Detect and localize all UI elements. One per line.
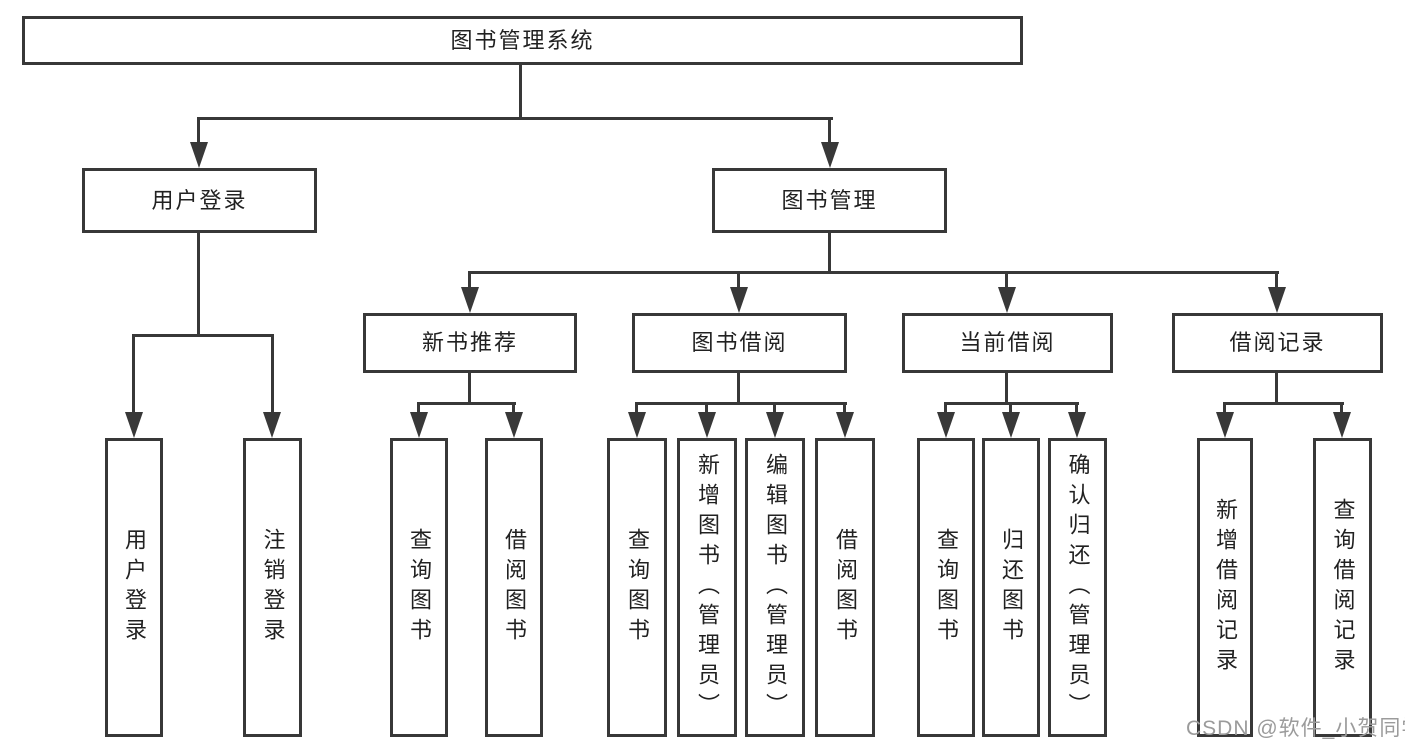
arrow-down-icon <box>836 412 854 438</box>
arrow-down-icon <box>461 287 479 313</box>
connector-l3-drop <box>1275 271 1278 291</box>
arrow-down-icon <box>190 142 208 168</box>
leaf-bb-query-books: 查询图书 <box>607 438 667 737</box>
connector-leaf-drop <box>843 402 846 414</box>
node-root-system: 图书管理系统 <box>22 16 1023 65</box>
arrow-down-icon <box>1068 412 1086 438</box>
connector-nbr-branch <box>417 402 516 405</box>
arrow-down-icon <box>1268 287 1286 313</box>
leaf-cb-confirm-return-admin: 确认归还（管理员） <box>1048 438 1107 737</box>
arrow-down-icon <box>125 412 143 438</box>
connector-level2-branch <box>197 117 833 120</box>
leaf-logout: 注销登录 <box>243 438 302 737</box>
connector-book-mgmt-stem <box>828 233 831 273</box>
connector-user-login-drop <box>197 117 200 147</box>
connector-br-branch <box>1223 402 1344 405</box>
arrow-down-icon <box>821 142 839 168</box>
csdn-watermark: CSDN @软件_小贺同学 <box>1186 717 1405 740</box>
arrow-down-icon <box>698 412 716 438</box>
connector-leaf-drop <box>512 402 515 414</box>
arrow-down-icon <box>1333 412 1351 438</box>
arrow-down-icon <box>1002 412 1020 438</box>
connector-nbr-stem <box>468 373 471 404</box>
node-borrow-records: 借阅记录 <box>1172 313 1383 373</box>
arrow-down-icon <box>628 412 646 438</box>
connector-leaf-drop <box>417 402 420 414</box>
connector-leaf-drop <box>635 402 638 414</box>
connector-leaf-drop <box>1223 402 1226 414</box>
connector-leaf-drop <box>1009 402 1012 414</box>
leaf-br-add-record: 新增借阅记录 <box>1197 438 1253 737</box>
connector-leaf-drop <box>132 334 135 416</box>
connector-l3-drop <box>1005 271 1008 291</box>
leaf-bb-borrow-books: 借阅图书 <box>815 438 875 737</box>
leaf-br-query-record: 查询借阅记录 <box>1313 438 1372 737</box>
arrow-down-icon <box>505 412 523 438</box>
leaf-nbr-query-books: 查询图书 <box>390 438 448 737</box>
arrow-down-icon <box>730 287 748 313</box>
leaf-nbr-borrow-books: 借阅图书 <box>485 438 543 737</box>
connector-cb-stem <box>1005 373 1008 404</box>
node-book-borrow: 图书借阅 <box>632 313 847 373</box>
connector-leaf-drop <box>705 402 708 414</box>
node-current-borrow: 当前借阅 <box>902 313 1113 373</box>
connector-leaf-drop <box>1340 402 1343 414</box>
arrow-down-icon <box>410 412 428 438</box>
leaf-cb-query-books: 查询图书 <box>917 438 975 737</box>
leaf-bb-add-books-admin: 新增图书（管理员） <box>677 438 737 737</box>
connector-user-login-branch <box>132 334 274 337</box>
connector-leaf-drop <box>773 402 776 414</box>
node-new-book-recommend: 新书推荐 <box>363 313 577 373</box>
leaf-user-login: 用户登录 <box>105 438 163 737</box>
arrow-down-icon <box>937 412 955 438</box>
arrow-down-icon <box>263 412 281 438</box>
connector-root-trunk <box>519 64 522 119</box>
connector-bb-branch <box>635 402 847 405</box>
connector-leaf-drop <box>271 334 274 416</box>
connector-l3-drop <box>737 271 740 291</box>
arrow-down-icon <box>1216 412 1234 438</box>
node-book-management: 图书管理 <box>712 168 947 233</box>
leaf-cb-return-books: 归还图书 <box>982 438 1040 737</box>
connector-l3-drop <box>468 271 471 291</box>
arrow-down-icon <box>998 287 1016 313</box>
connector-leaf-drop <box>1075 402 1078 414</box>
leaf-bb-edit-books-admin: 编辑图书（管理员） <box>745 438 805 737</box>
arrow-down-icon <box>766 412 784 438</box>
connector-bb-stem <box>737 373 740 404</box>
connector-level3-branch <box>468 271 1279 274</box>
connector-user-login-stem <box>197 233 200 336</box>
node-user-login: 用户登录 <box>82 168 317 233</box>
connector-book-mgmt-drop <box>828 117 831 147</box>
connector-leaf-drop <box>944 402 947 414</box>
connector-br-stem <box>1275 373 1278 404</box>
